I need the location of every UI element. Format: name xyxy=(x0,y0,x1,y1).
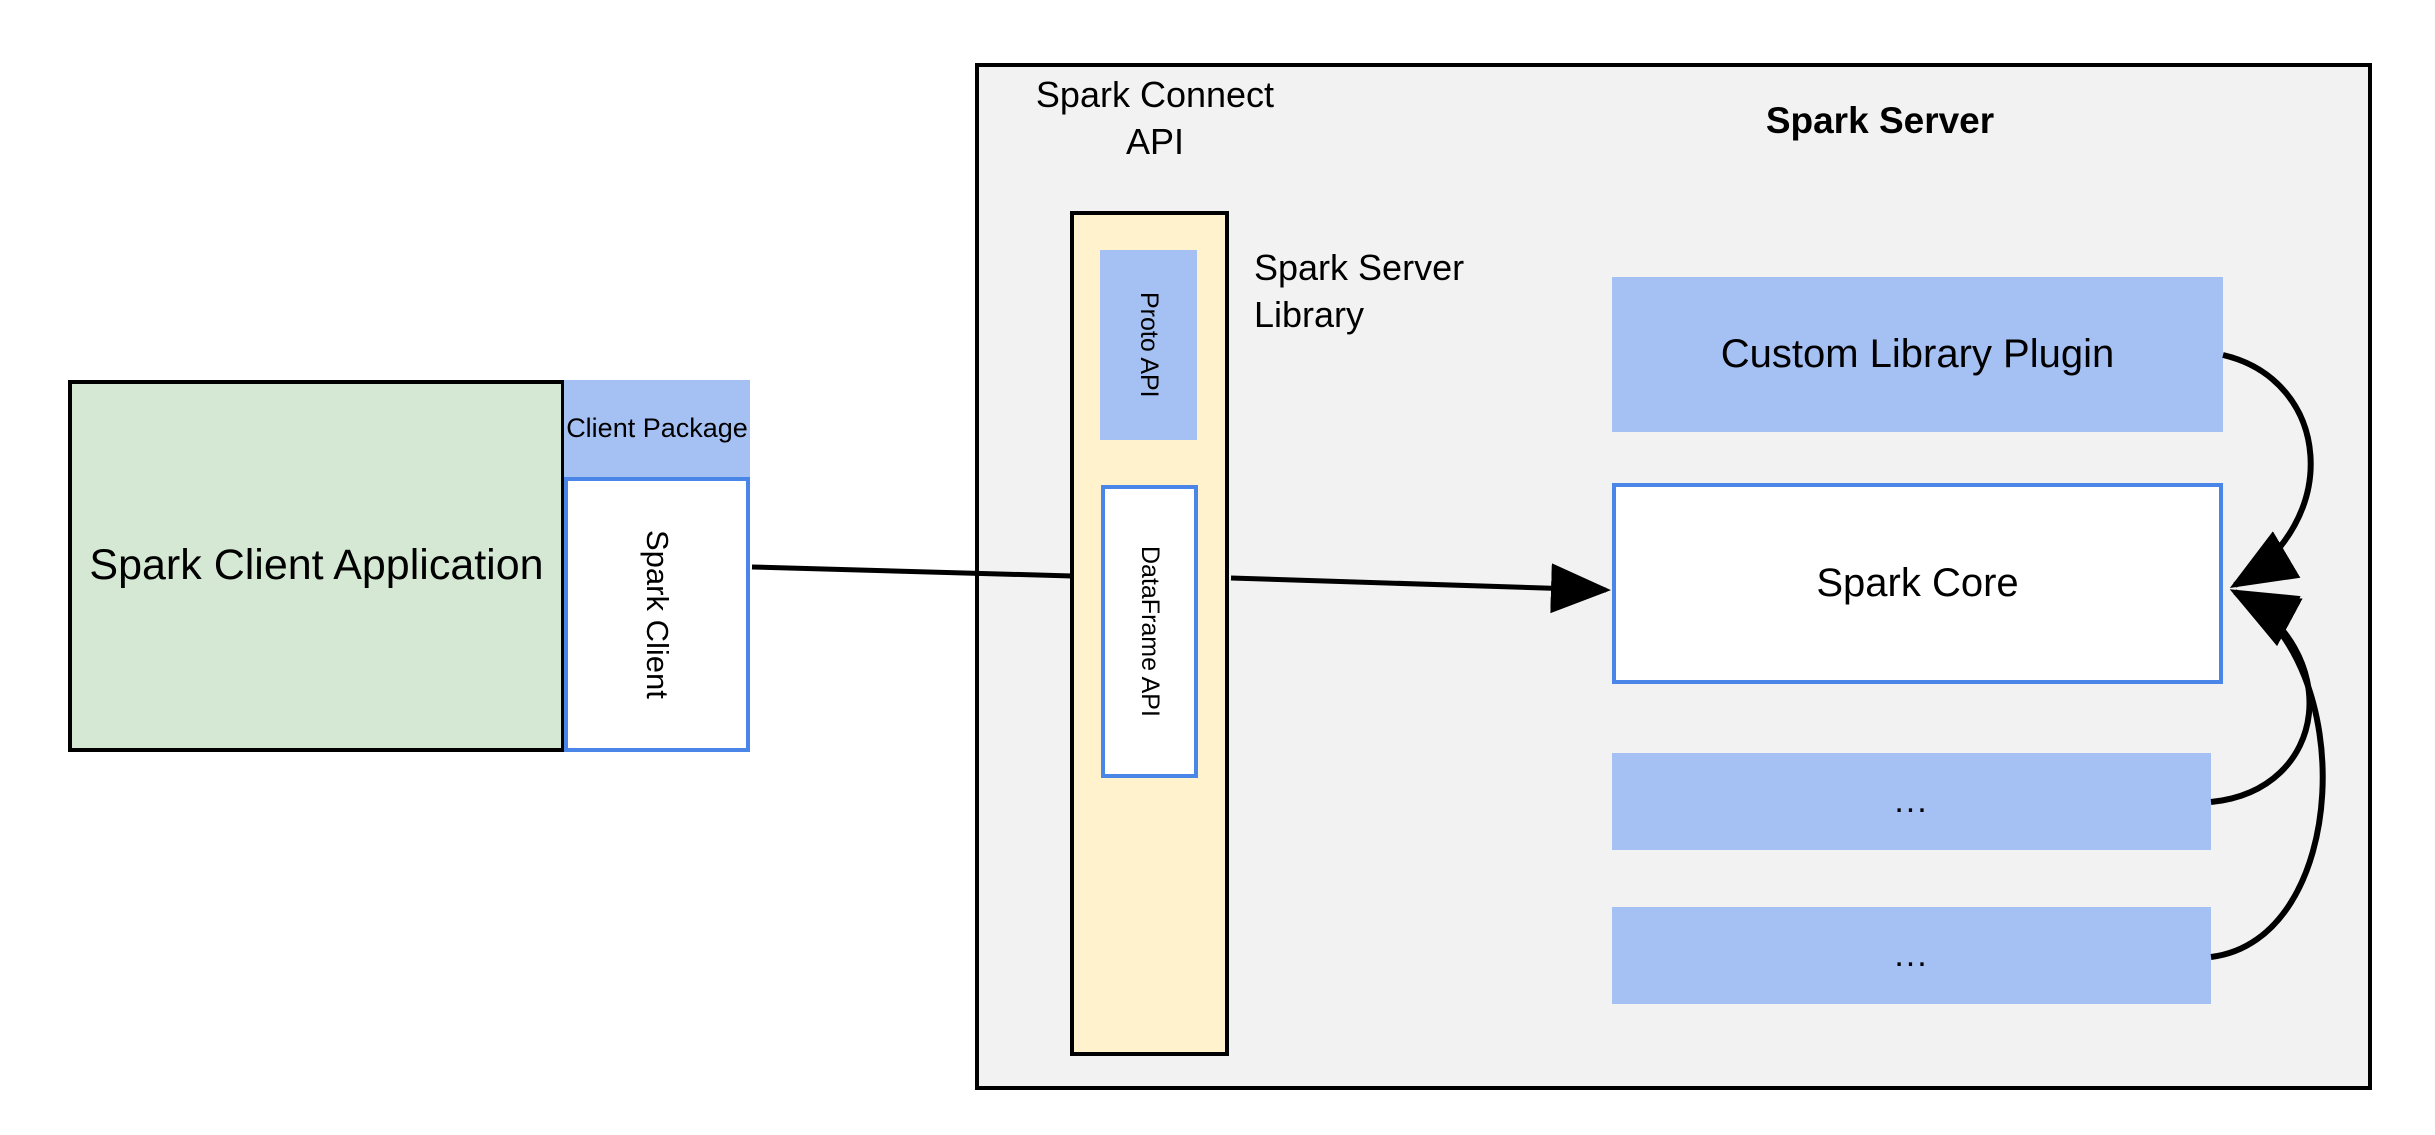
proto-api-box[interactable]: Proto API xyxy=(1100,250,1197,440)
spark-connect-api-label: Spark Connect API xyxy=(1035,74,1275,162)
spark-core-box[interactable]: Spark Core xyxy=(1612,483,2223,684)
spark-client-application-label: Spark Client Application xyxy=(89,538,543,593)
custom-library-plugin-box[interactable]: Custom Library Plugin xyxy=(1612,277,2223,432)
dataframe-api-label: DataFrame API xyxy=(1136,546,1164,717)
client-package-label: Client Package xyxy=(566,411,748,445)
spark-server-title: Spark Server xyxy=(1765,100,1995,141)
spark-core-label: Spark Core xyxy=(1816,561,2019,605)
spark-client-box[interactable]: Spark Client xyxy=(564,477,750,752)
dataframe-api-box[interactable]: DataFrame API xyxy=(1101,485,1198,778)
ellipsis-box-2[interactable]: ... xyxy=(1612,907,2211,1004)
spark-server-library-label: Spark Server Library xyxy=(1254,247,1465,335)
client-package-box[interactable]: Client Package xyxy=(564,380,750,477)
proto-api-label: Proto API xyxy=(1135,292,1163,398)
custom-library-plugin-label: Custom Library Plugin xyxy=(1720,332,2115,376)
spark-client-label: Spark Client xyxy=(640,530,675,699)
ellipsis-box-1[interactable]: ... xyxy=(1612,753,2211,850)
client-app-line-1: Spark Client Application xyxy=(89,541,544,590)
client-package-line-1: Client Package xyxy=(566,413,748,444)
ellipsis-label-2: ... xyxy=(1894,936,1929,974)
spark-client-application-box[interactable]: Spark Client Application xyxy=(68,380,565,752)
ellipsis-label-1: ... xyxy=(1894,782,1929,820)
